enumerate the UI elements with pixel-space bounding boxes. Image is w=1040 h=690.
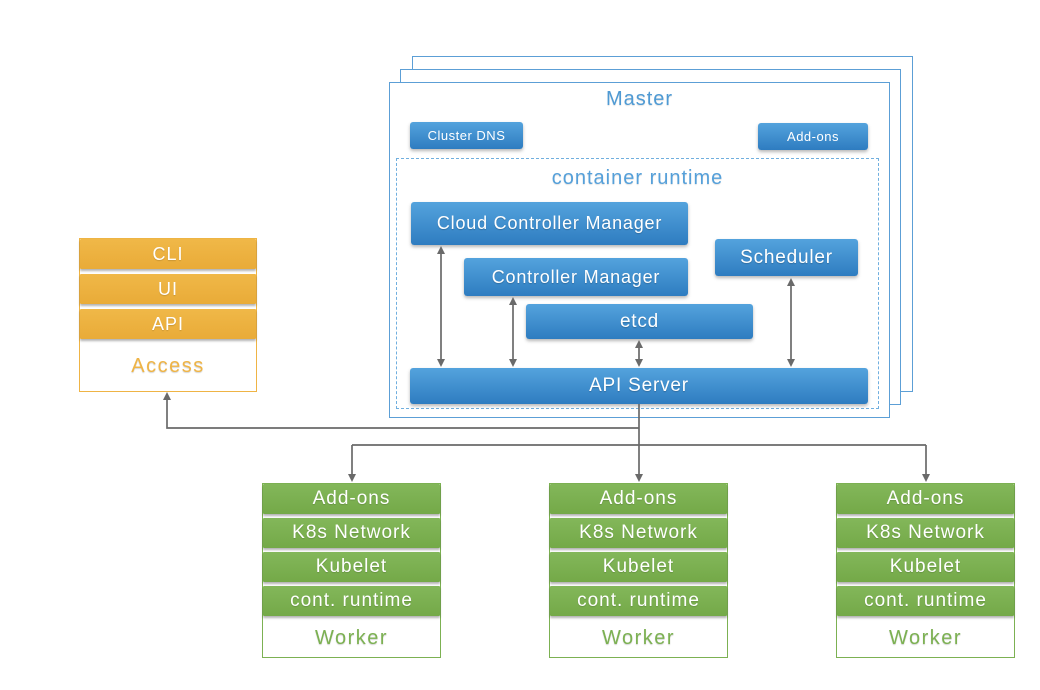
access-label: Access [131, 354, 205, 377]
access-node-box: CLI UI API Access [79, 238, 257, 392]
worker-row-kubelet: Kubelet [837, 552, 1014, 582]
addons-badge: Add-ons [758, 123, 868, 150]
access-row-cli: CLI [80, 239, 256, 269]
container-runtime-title: container runtime [551, 167, 724, 189]
worker-row-cont-runtime: cont. runtime [550, 586, 727, 616]
worker-label: Worker [314, 627, 389, 649]
worker-node-box: Add-ons K8s Network Kubelet cont. runtim… [836, 483, 1015, 658]
cluster-dns-badge: Cluster DNS [410, 122, 523, 149]
worker-row-cont-runtime: cont. runtime [263, 586, 440, 616]
worker-node-box: Add-ons K8s Network Kubelet cont. runtim… [549, 483, 728, 658]
access-row-api: API [80, 309, 256, 339]
worker-row-addons: Add-ons [837, 484, 1014, 514]
worker-row-addons: Add-ons [550, 484, 727, 514]
master-title: Master [605, 88, 674, 110]
worker-row-addons: Add-ons [263, 484, 440, 514]
controller-manager-box: Controller Manager [464, 258, 688, 296]
access-row-ui: UI [80, 274, 256, 304]
worker-row-kubelet: Kubelet [263, 552, 440, 582]
scheduler-box: Scheduler [715, 239, 858, 276]
cloud-controller-manager-box: Cloud Controller Manager [411, 202, 688, 245]
worker-label: Worker [601, 627, 676, 649]
worker-row-cont-runtime: cont. runtime [837, 586, 1014, 616]
api-server-box: API Server [410, 368, 868, 404]
worker-row-k8s-network: K8s Network [263, 518, 440, 548]
worker-row-kubelet: Kubelet [550, 552, 727, 582]
worker-node-box: Add-ons K8s Network Kubelet cont. runtim… [262, 483, 441, 658]
worker-row-k8s-network: K8s Network [837, 518, 1014, 548]
etcd-box: etcd [526, 304, 753, 339]
worker-row-k8s-network: K8s Network [550, 518, 727, 548]
arrow-apiserver-workers-bus [348, 444, 930, 482]
worker-label: Worker [888, 627, 963, 649]
